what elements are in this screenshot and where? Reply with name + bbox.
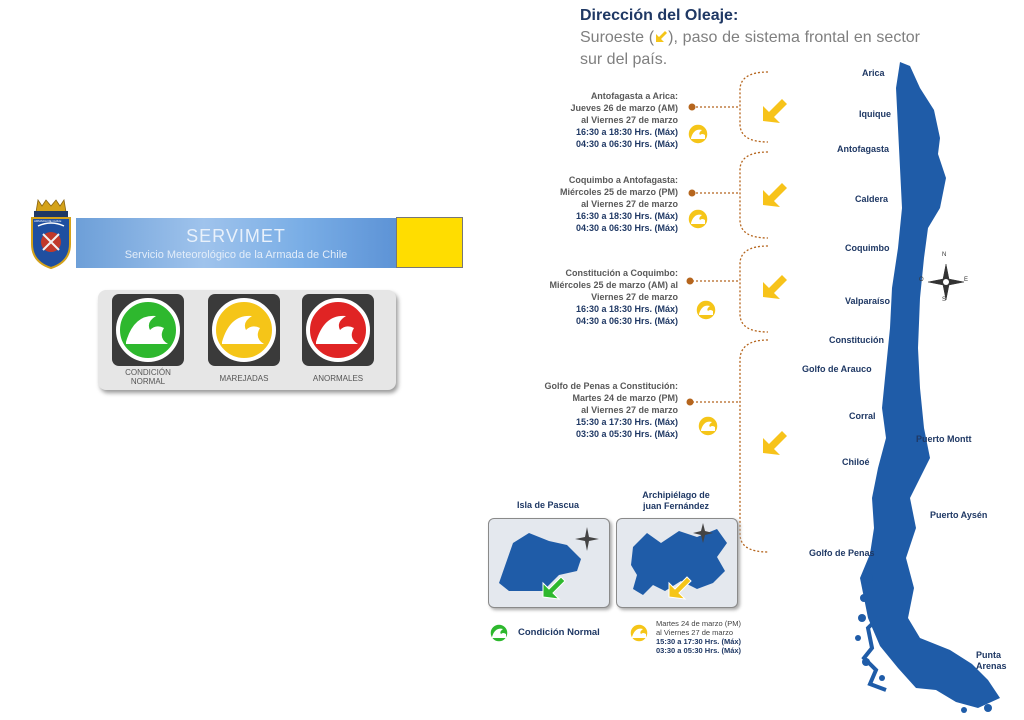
islands-swell-note: Martes 24 de marzo (PM) al Viernes 27 de…: [656, 619, 742, 655]
city-punta-arenas: Punta Arenas: [976, 650, 1007, 671]
compass-e: E: [964, 277, 969, 283]
swell-icon-sector-3: [695, 299, 717, 321]
wave-icon-yellow: [212, 298, 276, 362]
sector-connectors: [686, 71, 769, 553]
compass-o: O: [919, 277, 924, 283]
normal-condition-icon: [489, 623, 509, 643]
normal-condition-label: Condición Normal: [518, 627, 600, 638]
legend-tile-normal: [112, 294, 184, 366]
navy-crest-logo: [28, 198, 74, 270]
banner-subtitle: Servicio Meteorológico de la Armada de C…: [124, 249, 348, 261]
alert-status-box: [396, 217, 463, 268]
city-caldera: Caldera: [855, 194, 889, 204]
city-chiloe: Chiloé: [842, 457, 870, 467]
sector-constitucion-coquimbo: Constitución a Coquimbo:Miércoles 25 de …: [549, 268, 678, 326]
city-golfo-arauco: Golfo de Arauco: [802, 364, 872, 374]
sector-coquimbo-antofagasta: Coquimbo a Antofagasta:Miércoles 25 de m…: [559, 175, 678, 233]
island-panel-pascua: [488, 518, 610, 608]
compass-n: N: [942, 252, 947, 258]
city-golfo-penas: Golfo de Penas: [809, 548, 875, 558]
wave-icon-green: [116, 298, 180, 362]
city-coquimbo: Coquimbo: [845, 243, 890, 253]
city-arica: Arica: [862, 68, 885, 78]
city-iquique: Iquique: [859, 109, 891, 119]
city-valparaiso: Valparaíso: [845, 296, 891, 306]
city-corral: Corral: [849, 411, 876, 421]
swell-icon-sector-1: [687, 123, 709, 145]
southwest-swell-arrow-3: [763, 275, 787, 299]
island-panel-juan-fernandez: [616, 518, 738, 608]
compass-s: S: [942, 297, 947, 303]
legend-tile-swell: [208, 294, 280, 366]
southwest-swell-arrow-4: [763, 431, 787, 455]
island-title-pascua: Isla de Pascua: [516, 500, 580, 510]
servimet-banner: SERVIMET Servicio Meteorológico de la Ar…: [76, 218, 396, 268]
swell-condition-icon: [629, 623, 649, 643]
city-constitucion: Constitución: [829, 335, 884, 345]
sector-golfo-penas-constitucion: Golfo de Penas a Constitución:Martes 24 …: [544, 381, 678, 439]
southwest-swell-arrow-1: [763, 99, 787, 123]
banner-title: SERVIMET: [186, 226, 286, 246]
legend-label-abnormal: ANORMALES: [312, 374, 364, 383]
island-title-juan-fernandez: Archipiélago de juan Fernández: [642, 490, 710, 511]
southwest-swell-arrow-2: [763, 183, 787, 207]
city-antofagasta: Antofagasta: [837, 144, 890, 154]
chile-coast-map: [855, 62, 1000, 713]
wave-direction-text: Suroeste (), paso de sistema frontal en …: [580, 29, 920, 68]
city-puerto-montt: Puerto Montt: [916, 434, 972, 444]
legend-tile-abnormal: [302, 294, 374, 366]
crest-text: ARMADA DE CHILE: [34, 219, 62, 223]
wave-direction-title: Dirección del Oleaje:: [580, 7, 739, 24]
legend-label-normal: CONDICIÓN NORMAL: [125, 368, 171, 386]
southwest-arrow-icon: [656, 31, 668, 42]
swell-icon-sector-2: [687, 208, 709, 230]
legend-label-swell: MAREJADAS: [219, 374, 269, 383]
condition-legend-panel: CONDICIÓN NORMAL MAREJADAS ANORMALES: [98, 290, 396, 390]
swell-icon-sector-4: [697, 415, 719, 437]
wave-icon-red: [306, 298, 370, 362]
city-puerto-aysen: Puerto Aysén: [930, 510, 988, 520]
compass-rose-icon: [927, 263, 965, 301]
sector-antofagasta-arica: Antofagasta a Arica:Jueves 26 de marzo (…: [570, 91, 678, 149]
